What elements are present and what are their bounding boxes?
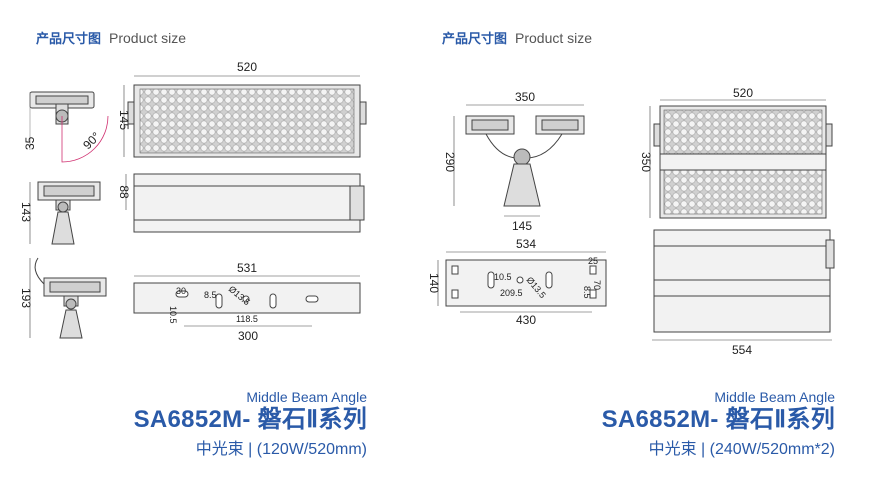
- dim-mount-30: 30: [176, 286, 186, 296]
- left-mount-plate: [133, 282, 361, 314]
- dim-right-height-front: 350: [639, 152, 653, 172]
- rotation-arc-icon: [61, 115, 109, 163]
- dim-mount-w: 531: [237, 261, 257, 275]
- left-footer: Middle Beam Angle SA6852M- 磐石Ⅱ系列 中光束 | (…: [134, 389, 367, 459]
- right-front-view: [653, 105, 833, 219]
- right-header-en: Product size: [515, 30, 593, 46]
- left-front-view: [127, 84, 367, 158]
- right-mount-plate: [445, 259, 607, 307]
- left-depth-view: [133, 173, 365, 233]
- dim-plate-h: 140: [427, 273, 441, 293]
- dim-mount-85: 8.5: [204, 290, 217, 300]
- dim-base-w: 145: [512, 219, 532, 233]
- dim-mount-1185: 118.5: [236, 314, 258, 324]
- dim-depth-w: 554: [732, 343, 752, 357]
- dim-plate-70: 70: [592, 280, 602, 290]
- left-bracket-view: [34, 257, 107, 339]
- left-header: 产品尺寸图 Product size: [36, 28, 186, 47]
- right-footer-model: SA6852M- 磐石Ⅱ系列: [601, 406, 835, 433]
- right-bracket-view: [465, 115, 585, 207]
- left-side-view-1: [29, 91, 95, 150]
- dim-mount-base: 300: [238, 329, 258, 343]
- dim-plate-2095: 209.5: [500, 288, 523, 298]
- left-header-cn: 产品尺寸图: [36, 32, 102, 47]
- dim-mount-105: 10.5: [168, 306, 178, 324]
- dim-angle-a: 35: [23, 136, 37, 150]
- dim-plate-25: 25: [588, 256, 598, 266]
- dim-plate-base: 430: [516, 313, 536, 327]
- right-footer-subtitle: Middle Beam Angle: [714, 389, 835, 405]
- left-footer-spec: 中光束 | (120W/520mm): [195, 441, 367, 458]
- dim-height-front: 145: [117, 110, 131, 130]
- dim-height-bracket: 290: [443, 152, 457, 172]
- left-footer-subtitle: Middle Beam Angle: [246, 389, 367, 405]
- right-footer: Middle Beam Angle SA6852M- 磐石Ⅱ系列 中光束 | (…: [602, 389, 835, 459]
- dim-plate-105: 10.5: [494, 272, 512, 282]
- right-footer-spec: 中光束 | (240W/520mm*2): [648, 441, 835, 458]
- dim-side-h: 143: [19, 202, 33, 222]
- left-header-en: Product size: [109, 30, 187, 46]
- right-header: 产品尺寸图 Product size: [442, 28, 592, 47]
- dim-width-bracket: 350: [515, 90, 535, 104]
- dim-right-width-top: 520: [733, 86, 753, 100]
- left-footer-model: SA6852M- 磐石Ⅱ系列: [133, 406, 367, 433]
- left-side-view-2: [37, 181, 101, 245]
- dim-angle-b: 90°: [80, 129, 103, 152]
- dim-width-top: 520: [237, 60, 257, 74]
- dim-plate-w: 534: [516, 237, 536, 251]
- dim-bracket-h: 193: [19, 288, 33, 308]
- dim-depth: 88: [117, 185, 131, 199]
- dim-plate-85: 8.5: [582, 286, 592, 299]
- right-depth-view: [653, 229, 835, 333]
- right-header-cn: 产品尺寸图: [442, 32, 508, 47]
